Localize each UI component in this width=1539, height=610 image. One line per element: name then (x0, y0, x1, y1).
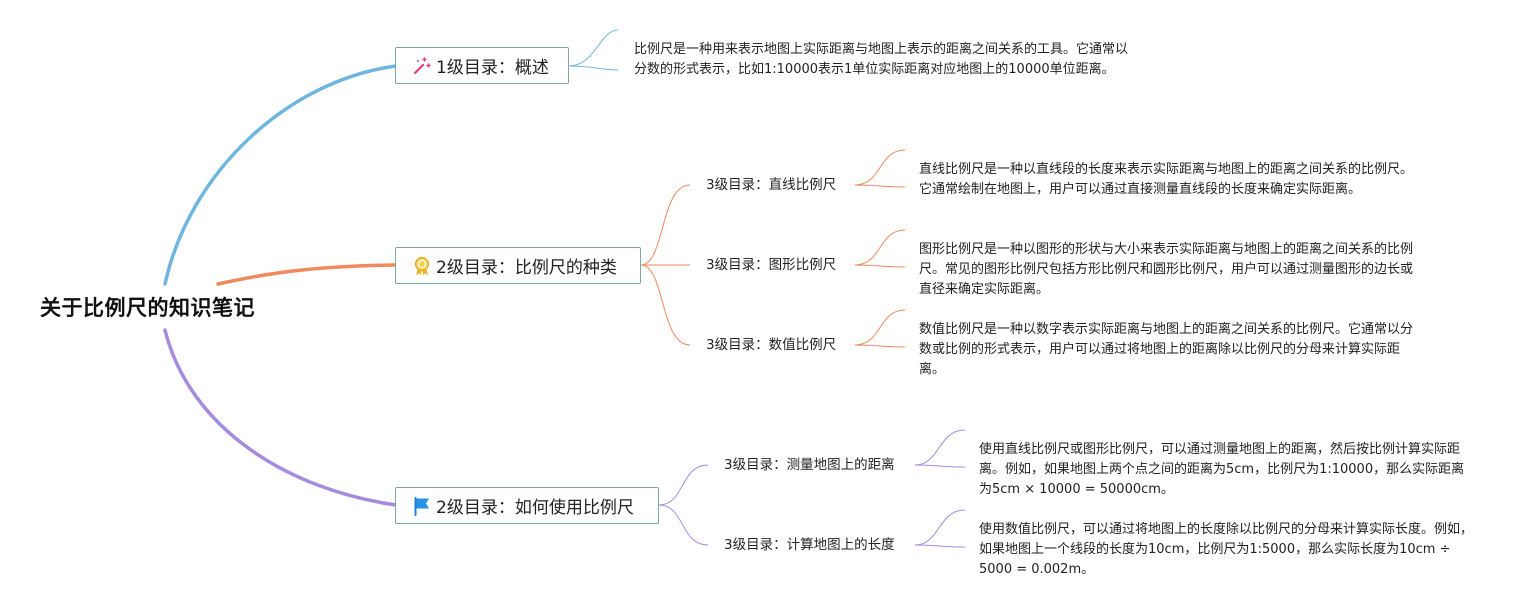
detail-connector-types-2 (854, 229, 906, 268)
magic-wand-icon (412, 56, 432, 76)
branch-connector-types (216, 263, 398, 286)
flag-icon (412, 496, 432, 516)
award-medal-icon (412, 256, 432, 276)
topic-scale-types[interactable]: 2级目录：比例尺的种类 (395, 247, 641, 284)
child-connector-usage-2 (658, 504, 709, 546)
child-connector-types-3 (640, 264, 691, 346)
topic-how-to-use-label: 2级目录：如何使用比例尺 (436, 498, 634, 518)
detail-measure-distance[interactable]: 使用直线比例尺或图形比例尺，可以通过测量地图上的距离，然后按比例计算实际距离。例… (979, 442, 1465, 497)
topic-overview[interactable]: 1级目录：概述 (395, 47, 569, 84)
topic-scale-types-label: 2级目录：比例尺的种类 (436, 258, 617, 278)
detail-numeric-scale[interactable]: 数值比例尺是一种以数字表示实际距离与地图上的距离之间关系的比例尺。它通常以分数或… (919, 322, 1414, 377)
detail-line-scale[interactable]: 直线比例尺是一种以直线段的长度来表示实际距离与地图上的距离之间关系的比例尺。它通… (919, 162, 1414, 197)
detail-connector-overview (568, 29, 619, 71)
detail-connector-usage-2 (914, 509, 966, 548)
detail-graphic-scale[interactable]: 图形比例尺是一种以图形的形状与大小来表示实际距离与地图上的距离之间关系的比例尺。… (919, 242, 1414, 297)
detail-connector-types-1 (854, 149, 906, 188)
child-connector-types-1 (640, 184, 691, 266)
root-topic[interactable]: 关于比例尺的知识笔记 (40, 296, 255, 320)
subtopic-graphic-scale[interactable]: 3级目录：图形比例尺 (706, 257, 837, 273)
detail-connector-types-3 (854, 309, 906, 348)
detail-overview[interactable]: 比例尺是一种用来表示地图上实际距离与地图上表示的距离之间关系的工具。它通常以分数… (634, 42, 1129, 77)
subtopic-calculate-length[interactable]: 3级目录：计算地图上的长度 (724, 537, 895, 553)
detail-connector-usage-1 (914, 429, 966, 468)
subtopic-line-scale[interactable]: 3级目录：直线比例尺 (706, 177, 837, 193)
child-connector-usage-1 (658, 464, 709, 506)
subtopic-numeric-scale[interactable]: 3级目录：数值比例尺 (706, 337, 837, 353)
subtopic-measure-distance[interactable]: 3级目录：测量地图上的距离 (724, 457, 895, 473)
topic-overview-label: 1级目录：概述 (436, 58, 549, 78)
branch-connector-overview (163, 64, 398, 286)
topic-how-to-use[interactable]: 2级目录：如何使用比例尺 (395, 487, 659, 524)
detail-calculate-length[interactable]: 使用数值比例尺，可以通过将地图上的长度除以比例尺的分母来计算实际长度。例如，如果… (979, 522, 1474, 577)
branch-connector-usage (163, 328, 398, 507)
